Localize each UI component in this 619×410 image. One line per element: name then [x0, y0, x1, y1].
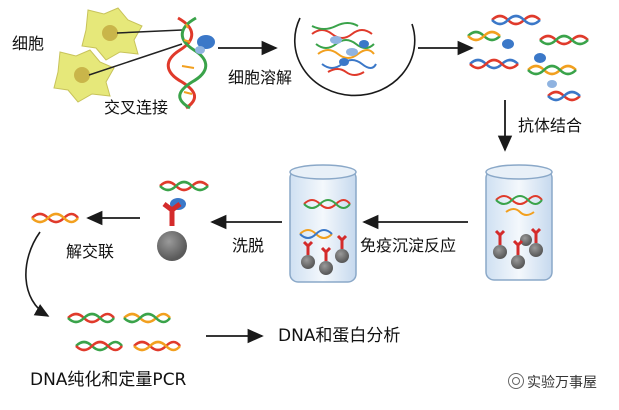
ip-tube-middle — [289, 164, 357, 283]
purified-dna-icon — [67, 312, 181, 352]
wechat-icon — [508, 373, 524, 389]
label-crosslink: 交叉连接 — [104, 98, 169, 117]
connector-line-top — [116, 29, 183, 34]
free-dna-icon — [31, 212, 79, 224]
label-lysis: 细胞溶解 — [228, 68, 293, 87]
eluted-complex-icon — [157, 180, 209, 261]
crosslinked-dna-icon — [166, 16, 215, 110]
label-analysis: DNA和蛋白分析 — [278, 326, 401, 346]
cell-icon-top — [81, 7, 143, 61]
label-antibody-binding: 抗体结合 — [518, 116, 583, 135]
label-purification: DNA纯化和定量PCR — [30, 370, 187, 390]
watermark: 实验万事屋 — [508, 372, 597, 392]
watermark-text: 实验万事屋 — [527, 375, 597, 391]
ip-tube-right — [485, 164, 553, 281]
label-decrosslink: 解交联 — [66, 242, 115, 261]
lysis-circle-icon — [293, 17, 416, 97]
cell-icon-bottom — [53, 49, 115, 103]
label-cells: 细胞 — [12, 34, 45, 53]
label-immunoprecipitation: 免疫沉淀反应 — [360, 236, 457, 255]
connector-line-bottom — [88, 43, 183, 76]
sheared-dna-icon — [467, 14, 589, 102]
arrow-to-purification — [25, 231, 50, 317]
label-elution: 洗脱 — [232, 236, 265, 255]
